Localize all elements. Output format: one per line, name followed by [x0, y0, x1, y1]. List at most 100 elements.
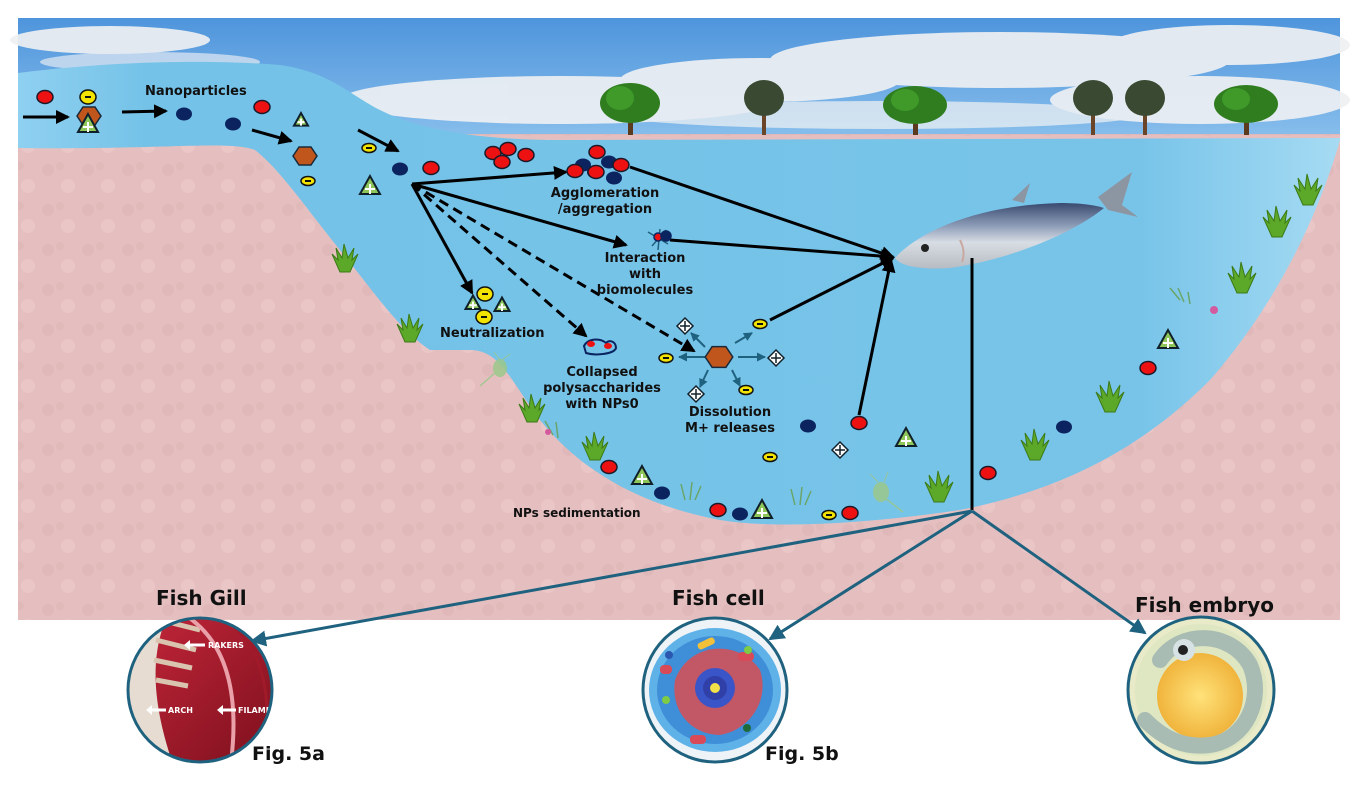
navy-particle-icon: [606, 171, 622, 185]
label-fish-gill: Fish Gill: [156, 586, 247, 610]
label-line: Agglomeration: [550, 186, 660, 201]
tree-icon: [1073, 80, 1113, 138]
red-particle-icon: [36, 89, 54, 105]
plankton-icon: [479, 351, 511, 387]
negative-ion-icon: [361, 142, 377, 154]
red-particle-icon: [587, 164, 605, 180]
red-particle-icon: [253, 99, 271, 115]
cation-icon: [675, 316, 695, 336]
arrow-to-gill: [250, 509, 973, 647]
label-line: polysaccharides: [543, 380, 661, 396]
cation-icon: [766, 348, 786, 368]
seaweed-icon: [581, 431, 609, 461]
positive-triangle-icon: [894, 425, 918, 447]
red-particle-icon: [493, 154, 511, 170]
label-agglomeration-line: Agglomeration/aggregation: [540, 186, 670, 218]
red-particle-icon: [1139, 360, 1157, 376]
seaweed-icon: [518, 393, 546, 423]
negative-ion-icon: [821, 509, 837, 521]
dissolution-rays: [678, 332, 766, 388]
red-particle-icon: [979, 465, 997, 481]
hexagon-particle-icon: [704, 345, 734, 369]
seaweed-icon: [396, 313, 424, 343]
label-line: M+ releases: [685, 420, 775, 436]
cation-icon: [830, 440, 850, 460]
coral-icon: [545, 429, 551, 435]
negative-ion-icon: [752, 318, 768, 330]
seaweeds: [331, 173, 1323, 503]
arrow-to-neutralization: [410, 183, 474, 295]
label-line: biomolecules: [596, 282, 694, 298]
fish-tuna: [895, 172, 1138, 269]
navy-particle-icon: [800, 419, 816, 433]
tree-icon: [1214, 85, 1278, 135]
negative-ion-icon: [738, 384, 754, 396]
tree-icon: [1125, 80, 1165, 138]
negative-ion-icon: [300, 175, 316, 187]
arrow-to-dissolution: [411, 182, 696, 353]
gill-annotation-filament: FILAMENT: [238, 706, 284, 715]
red-particle-icon: [499, 141, 517, 157]
interaction-to-fish: [669, 238, 895, 264]
red-particle-icon: [566, 163, 584, 179]
arrow-to-interaction: [411, 182, 628, 249]
gill-annotation-arch: ARCH: [168, 706, 193, 715]
navy-particle-icon: [225, 117, 241, 131]
navy-particle-icon: [176, 107, 192, 121]
red-particle-icon: [588, 144, 606, 160]
figure-label-5a: Fig. 5a: [252, 743, 325, 765]
biomolecule-icon: [647, 228, 672, 251]
fish-cell-image: [641, 616, 789, 764]
label-nanoparticles: Nanoparticles: [145, 84, 247, 99]
clouds: [10, 25, 1350, 129]
agglomeration-to-fish: [629, 165, 895, 260]
positive-triangle-icon: [358, 173, 382, 195]
red-particle-icon: [517, 147, 535, 163]
plankton-icon: [869, 471, 904, 513]
positive-triangle-icon: [463, 293, 483, 310]
seaweed-icon: [924, 470, 954, 503]
navy-particle-icon: [732, 507, 748, 521]
label-sedimentation: NPs sedimentation: [513, 506, 641, 520]
label-agglomeration: Agglomeration/aggregation: [540, 186, 670, 218]
arrow-to-cell: [768, 509, 973, 641]
particles: [36, 89, 1180, 521]
positive-triangle-icon: [292, 110, 310, 127]
trees: [600, 80, 1278, 138]
negative-ion-icon: [658, 352, 674, 364]
positive-triangle-icon: [1156, 327, 1180, 349]
label-neutralization: Neutralization: [440, 326, 545, 341]
label-line: with NPs0: [565, 396, 639, 412]
figure-label-5b: Fig. 5b: [765, 743, 839, 765]
arrow-to-collapsed: [411, 182, 588, 338]
seaweed-icon: [331, 243, 359, 273]
tree-icon: [600, 83, 660, 136]
negative-ion-icon: [475, 309, 493, 325]
target-arrows: [250, 509, 1147, 647]
seaweed-icon: [1227, 261, 1257, 294]
positive-triangle-icon: [492, 295, 512, 312]
label-line: with: [629, 266, 661, 282]
collapsed-polysaccharide-icon: [582, 338, 618, 356]
seaweed-icon: [1293, 173, 1323, 206]
negative-ion-icon: [79, 89, 97, 105]
navy-particle-icon: [392, 162, 408, 176]
flow-arrow: [357, 128, 400, 153]
negative-ion-icon: [476, 286, 494, 302]
navy-particle-icon: [654, 486, 670, 500]
tree-icon: [883, 86, 947, 136]
grass-tufts: [544, 287, 1191, 506]
hexagon-particle-icon: [292, 146, 318, 166]
process-arrows: [23, 104, 896, 416]
positive-triangle-icon: [76, 111, 100, 133]
red-particle-icon: [422, 160, 440, 176]
water-body: [18, 61, 1340, 525]
seaweed-icon: [1095, 380, 1125, 413]
negative-ion-icon: [762, 451, 778, 463]
